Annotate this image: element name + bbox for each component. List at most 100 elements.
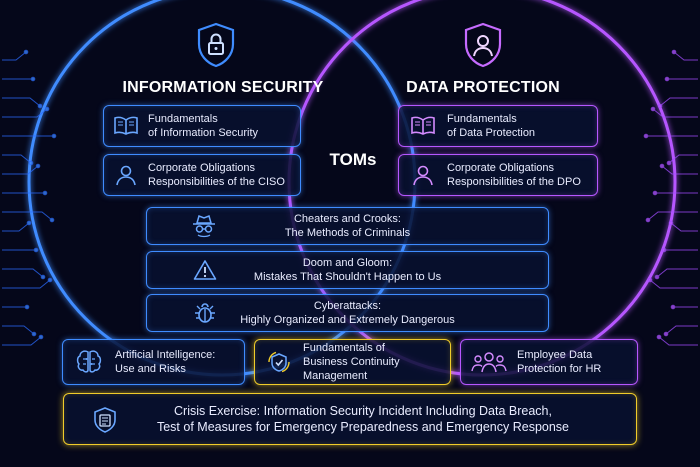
circuit-node xyxy=(671,49,677,55)
circuit-node xyxy=(643,133,649,139)
circuit-node xyxy=(42,190,48,196)
heading-toms: TOMs xyxy=(329,150,377,169)
box-cheaters-crooks: Cheaters and Crooks: The Methods of Crim… xyxy=(146,207,549,245)
book-icon xyxy=(104,116,148,136)
circuit-node xyxy=(30,76,36,82)
circuit-trace xyxy=(658,336,698,346)
circuit-node xyxy=(654,274,660,280)
circuit-node xyxy=(35,163,41,169)
box-line1: Fundamentals of xyxy=(303,342,385,354)
box-line1: Fundamentals xyxy=(447,113,517,125)
circuit-node xyxy=(47,277,53,283)
circuit-trace xyxy=(2,268,44,278)
circuit-lines-right xyxy=(643,49,698,346)
box-fundamentals-dataprotection: Fundamentals of Data Protection xyxy=(398,105,598,147)
box-cyberattacks: Cyberattacks: Highly Organized and Extre… xyxy=(146,294,549,332)
person-icon xyxy=(399,164,447,186)
book-icon xyxy=(399,116,447,136)
box-doom-gloom: Doom and Gloom: Mistakes That Shouldn't … xyxy=(146,251,549,289)
box-line2: Test of Measures for Emergency Preparedn… xyxy=(156,420,569,434)
brain-icon xyxy=(63,349,115,375)
circuit-trace xyxy=(647,211,698,221)
box-line2: Responsibilities of the DPO xyxy=(447,176,581,188)
circuit-node xyxy=(668,220,674,226)
box-obligations-dpo: Corporate Obligations Responsibilities o… xyxy=(398,154,598,196)
circuit-node xyxy=(664,76,670,82)
circuit-node xyxy=(37,103,43,109)
circuit-trace xyxy=(2,108,48,118)
circuit-node xyxy=(645,217,651,223)
box-business-continuity: Fundamentals of Business Continuity Mana… xyxy=(254,339,451,385)
circuit-node xyxy=(670,304,676,310)
circuit-node xyxy=(650,106,656,112)
box-line2: Use and Risks xyxy=(115,363,186,375)
circuit-trace xyxy=(2,222,30,232)
heading-information-security: INFORMATION SECURITY xyxy=(122,79,324,96)
box-line2: of Data Protection xyxy=(447,127,536,139)
box-line2: Mistakes That Shouldn't Happen to Us xyxy=(253,271,442,283)
circuit-trace xyxy=(2,211,53,221)
circuit-trace xyxy=(652,108,698,118)
circuit-lines-left xyxy=(2,49,57,346)
circuit-trace xyxy=(670,222,698,232)
circuit-trace xyxy=(649,279,698,289)
user-shield-icon xyxy=(464,22,502,68)
circuit-trace xyxy=(2,279,51,289)
circuit-trace xyxy=(2,51,27,61)
circuit-trace xyxy=(656,268,698,278)
box-crisis-exercise: Crisis Exercise: Information Security In… xyxy=(63,393,637,445)
circuit-trace xyxy=(2,325,35,335)
circuit-node xyxy=(657,103,663,109)
box-line1: Corporate Obligations xyxy=(148,162,256,174)
circuit-node xyxy=(23,49,29,55)
circuit-trace xyxy=(2,336,42,346)
circuit-trace xyxy=(659,97,698,107)
circuit-trace xyxy=(673,51,698,61)
box-line2: Responsibilities of the CISO xyxy=(148,176,285,188)
circuit-node xyxy=(666,160,672,166)
circuit-node xyxy=(51,133,57,139)
box-artificial-intelligence: Artificial Intelligence: Use and Risks xyxy=(62,339,245,385)
box-line1: Employee Data xyxy=(517,349,593,361)
warning-icon xyxy=(193,259,217,281)
box-line1: Cheaters and Crooks: xyxy=(293,213,401,225)
box-obligations-ciso: Corporate Obligations Responsibilities o… xyxy=(103,154,301,196)
person-icon xyxy=(104,164,148,186)
circuit-node xyxy=(28,160,34,166)
circuit-node xyxy=(38,334,44,340)
circuit-node xyxy=(647,277,653,283)
shield-document-icon xyxy=(92,406,118,434)
box-employee-data-protection: Employee Data Protection for HR xyxy=(460,339,638,385)
spy-icon xyxy=(191,214,217,238)
lock-shield-icon xyxy=(197,22,235,68)
box-line1: Crisis Exercise: Information Security In… xyxy=(174,404,552,418)
circuit-trace xyxy=(2,154,32,164)
box-line2: The Methods of Criminals xyxy=(284,227,411,239)
circuit-node xyxy=(40,274,46,280)
circuit-node xyxy=(31,331,37,337)
circuit-node xyxy=(26,220,32,226)
bug-icon xyxy=(193,301,217,325)
box-line1: Corporate Obligations xyxy=(447,162,555,174)
box-line1: Doom and Gloom: xyxy=(302,257,393,269)
circuit-node xyxy=(656,334,662,340)
box-line2: Highly Organized and Extremely Dangerous xyxy=(240,314,455,326)
circuit-node xyxy=(663,331,669,337)
box-line2: Protection for HR xyxy=(517,363,602,375)
circuit-node xyxy=(49,217,55,223)
box-fundamentals-infosec: Fundamentals of Information Security xyxy=(103,105,301,147)
box-line1: Artificial Intelligence: xyxy=(115,349,216,361)
circuit-trace xyxy=(2,97,41,107)
box-line2: Business Continuity Management xyxy=(303,356,400,382)
circuit-node xyxy=(659,163,665,169)
circuit-trace xyxy=(2,165,39,175)
box-line2: of Information Security xyxy=(148,127,259,139)
group-icon xyxy=(461,350,517,374)
circuit-node xyxy=(661,247,667,253)
box-line1: Fundamentals xyxy=(148,113,218,125)
circuit-trace xyxy=(661,165,698,175)
circuit-trace xyxy=(668,154,698,164)
circuit-node xyxy=(33,247,39,253)
circuit-node xyxy=(24,304,30,310)
heading-data-protection: DATA PROTECTION xyxy=(406,79,560,96)
